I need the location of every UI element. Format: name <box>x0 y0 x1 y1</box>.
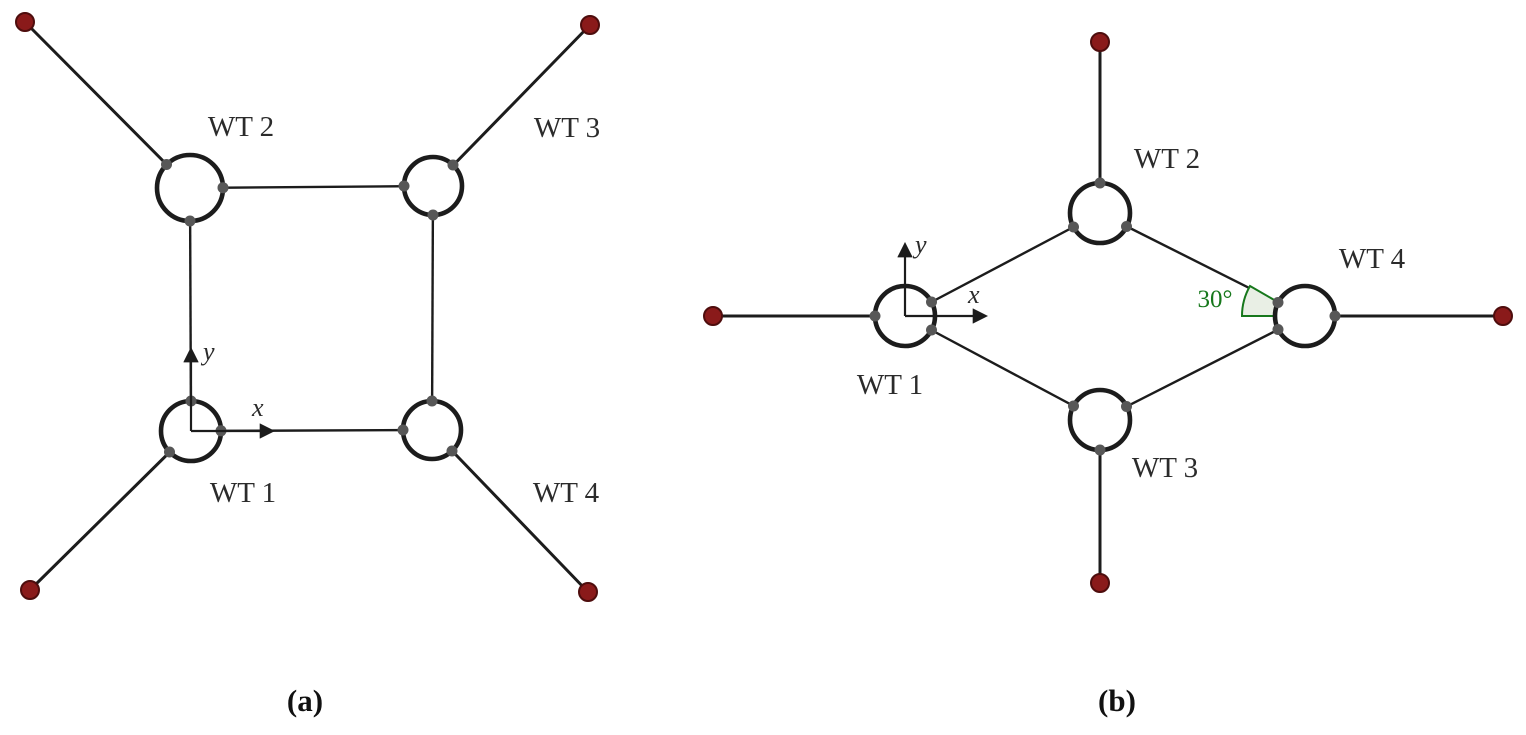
y-axis-label: y <box>200 337 215 366</box>
panel-b-caption: (b) <box>1098 683 1136 718</box>
wt1-label: WT 1 <box>210 477 276 509</box>
fairlead-dot <box>217 182 229 194</box>
wt4-label: WT 4 <box>1339 243 1406 275</box>
fairlead-dot <box>446 445 458 457</box>
wt3-label: WT 3 <box>1132 452 1198 484</box>
wt2-label: WT 2 <box>208 111 274 143</box>
fairlead-dot <box>1329 310 1341 322</box>
wt3-circle <box>1067 387 1133 453</box>
anchor-dot <box>578 582 598 602</box>
wt2-circle <box>1067 180 1133 246</box>
fairlead-dot <box>926 296 937 308</box>
fairlead-dot <box>1094 177 1106 189</box>
fairlead-dot <box>398 180 410 192</box>
panel-a-caption: (a) <box>287 683 323 718</box>
fairlead-dot <box>1068 221 1079 233</box>
anchor-dot <box>1493 306 1513 326</box>
x-axis-label: x <box>967 280 980 309</box>
anchor-dot <box>1090 573 1110 593</box>
inter-turbine-edge <box>430 185 435 431</box>
inter-turbine-edge <box>189 184 434 190</box>
fairlead-dot <box>397 424 409 436</box>
fairlead-dot <box>1272 297 1284 308</box>
fairlead-dot <box>1121 221 1132 232</box>
fairlead-dot <box>164 446 175 458</box>
fairlead-dot <box>1094 444 1106 456</box>
inter-turbine-edge <box>904 314 1101 422</box>
inter-turbine-edge <box>904 211 1101 318</box>
anchor-dot <box>703 306 723 326</box>
panel-a-square-layout: y x WT 2 WT 3 WT 1 WT 4 (a) <box>15 12 600 718</box>
fairlead-dot <box>1121 401 1132 412</box>
fairlead-dot <box>426 395 438 407</box>
fairlead-dot <box>427 209 439 221</box>
panel-b-diamond-layout: y x 30° WT 2 WT 4 WT 1 WT 3 (b) <box>703 32 1513 718</box>
anchor-dot <box>20 580 40 600</box>
angle-value-label: 30° <box>1198 286 1233 313</box>
anchor-dot <box>1090 32 1110 52</box>
fairlead-dot <box>1272 324 1284 335</box>
fairlead-dot <box>161 159 172 170</box>
wt2-label: WT 2 <box>1134 143 1200 175</box>
y-axis-label: y <box>912 230 927 259</box>
fairlead-dot <box>1068 400 1079 412</box>
mooring-line <box>23 20 192 190</box>
fairlead-dot <box>869 310 881 322</box>
x-axis-label: x <box>251 393 264 422</box>
fairlead-dot <box>184 215 196 227</box>
wt1-label: WT 1 <box>857 369 923 401</box>
wt3-label: WT 3 <box>534 112 600 144</box>
anchor-dot <box>15 12 35 32</box>
wt4-label: WT 4 <box>533 477 600 509</box>
mooring-line <box>430 428 590 594</box>
anchor-dot <box>580 15 600 35</box>
mooring-line <box>431 23 592 188</box>
mooring-line <box>28 429 193 592</box>
inter-turbine-edge <box>1099 314 1306 422</box>
fairlead-dot <box>926 324 937 336</box>
fairlead-dot <box>447 159 459 171</box>
wt4-circle <box>1272 283 1338 349</box>
